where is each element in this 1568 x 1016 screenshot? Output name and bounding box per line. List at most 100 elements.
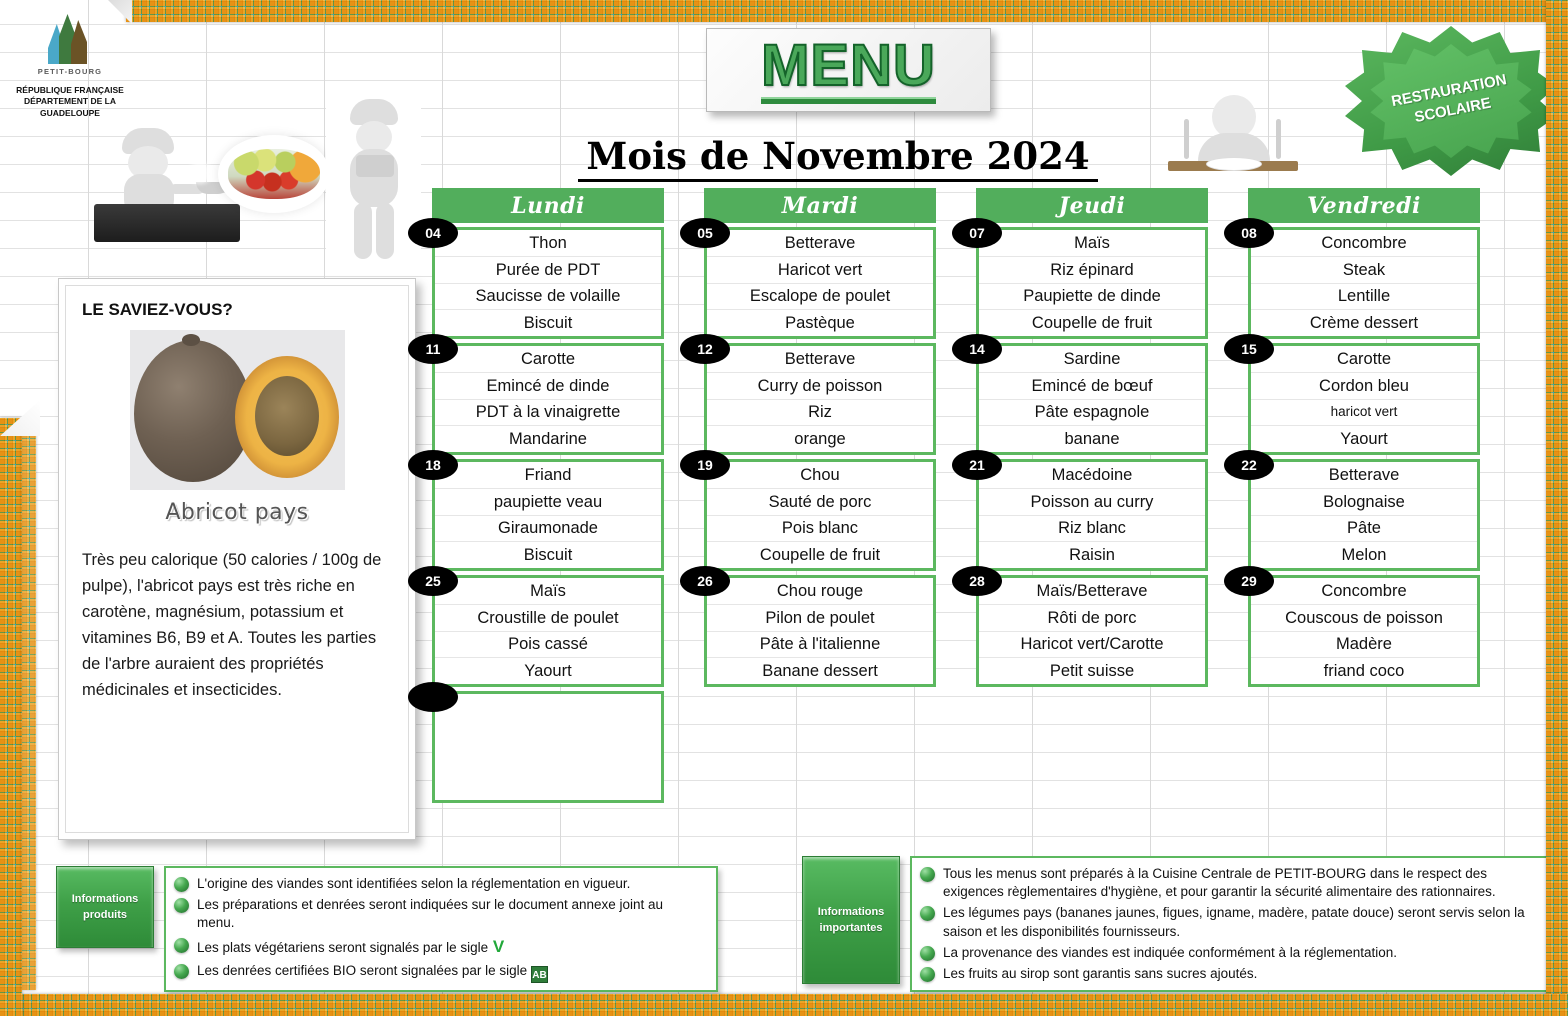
menu-dish: Betterave: [1251, 462, 1477, 489]
date-badge: 05: [680, 218, 730, 248]
menu-dish: Petit suisse: [1049, 662, 1135, 681]
menu-dish: Chou rouge: [707, 578, 933, 605]
republic-line-1: RÉPUBLIQUE FRANÇAISE: [16, 85, 124, 95]
menu-dish: Crème dessert: [1309, 314, 1419, 333]
menu-dish: Cordon bleu: [1251, 373, 1477, 400]
info-important-tab: Informations importantes: [802, 856, 900, 984]
menu-dish: Riz épinard: [979, 257, 1205, 284]
info-bullet: La provenance des viandes est indiquée c…: [920, 944, 1536, 962]
info-products-tab: Informations produits: [56, 866, 154, 948]
menu-dish: Pâte espagnole: [979, 400, 1205, 427]
trailing-empty-cell: [408, 682, 664, 803]
menu-dish: Melon: [1341, 546, 1387, 565]
day-header-mardi: Mardi: [704, 188, 936, 223]
menu-dish: banane: [1064, 430, 1120, 449]
info-bullet: L'origine des viandes sont identifiées s…: [174, 875, 704, 893]
info-products-tab-line2: produits: [83, 909, 127, 921]
menu-dish: Sardine: [979, 346, 1205, 373]
chef-cooking-illustration: [92, 128, 242, 243]
date-badge: 11: [408, 334, 458, 364]
menu-dish: Biscuit: [523, 314, 573, 333]
date-badge: 18: [408, 450, 458, 480]
menu-dish: friand coco: [1323, 662, 1405, 681]
day-header-jeudi: Jeudi: [976, 188, 1208, 223]
petit-bourg-logo-block: PETIT-BOURG RÉPUBLIQUE FRANÇAISE DÉPARTE…: [0, 14, 140, 119]
menu-dish: Friand: [435, 462, 661, 489]
fruit-seed-shape: [254, 376, 319, 456]
decorative-border-right: [1546, 0, 1568, 1016]
logo-city-name: PETIT-BOURG: [37, 67, 103, 76]
month-title: Mois de Novembre 2024: [578, 134, 1098, 182]
vegetarian-sign-icon: V: [488, 936, 505, 956]
menu-dish: Purée de PDT: [435, 257, 661, 284]
bullet-dot-icon: [174, 898, 189, 914]
bullet-dot-icon: [920, 906, 935, 922]
menu-dish: Paupiette de dinde: [979, 284, 1205, 311]
date-badge: 22: [1224, 450, 1274, 480]
menu-dish: PDT à la vinaigrette: [435, 400, 661, 427]
badge-text: RESTAURATION SCOLAIRE: [1333, 7, 1568, 195]
date-badge: 19: [680, 450, 730, 480]
info-bullet-text: Tous les menus sont préparés à la Cuisin…: [943, 866, 1496, 900]
menu-dish: Raisin: [1069, 546, 1115, 565]
info-bullet: Les préparations et denrées seront indiq…: [174, 896, 704, 932]
menu-dish: Banane dessert: [762, 662, 878, 681]
petit-bourg-logo-icon: [46, 14, 94, 64]
info-bullet-text: Les denrées certifiées BIO seront signal…: [197, 962, 548, 983]
info-bullet: Les légumes pays (bananes jaunes, figues…: [920, 904, 1536, 940]
menu-dish: Coupelle de fruit: [759, 546, 881, 565]
info-bullet-text: Les plats végétariens seront signalés pa…: [197, 936, 505, 956]
date-badge: 21: [952, 450, 1002, 480]
menu-title-underline: [761, 96, 936, 104]
decorative-border-top: [126, 0, 1568, 22]
menu-dish: Concombre: [1251, 230, 1477, 257]
info-important-tab-line1: Informations: [817, 905, 885, 918]
menu-dish: Yaourt: [1340, 430, 1388, 449]
info-bullet-text: La provenance des viandes est indiquée c…: [943, 944, 1398, 960]
date-badge: 07: [952, 218, 1002, 248]
menu-dish: Couscous de poisson: [1251, 605, 1477, 632]
date-badge: 04: [408, 218, 458, 248]
fruit-caption: Abricot pays: [165, 500, 309, 525]
menu-dish: Carotte: [1251, 346, 1477, 373]
menu-dish: Maïs: [435, 578, 661, 605]
menu-dish: Mandarine: [509, 430, 587, 449]
info-bullet: Tous les menus sont préparés à la Cuisin…: [920, 865, 1536, 901]
info-bullet: Les denrées certifiées BIO seront signal…: [174, 962, 704, 983]
info-important-tab-line2: importantes: [819, 922, 883, 934]
date-badge: [408, 682, 458, 712]
did-you-know-body: Très peu calorique (50 calories / 100g d…: [82, 551, 382, 700]
menu-dish: Maïs: [979, 230, 1205, 257]
menu-dish: Pâte à l'italienne: [707, 632, 933, 659]
date-badge: 28: [952, 566, 1002, 596]
abricot-pays-photo: [129, 330, 345, 490]
decorative-border-left: [0, 418, 22, 1016]
info-products-tab-line1: Informations: [71, 892, 139, 905]
info-bullet-text: Les légumes pays (bananes jaunes, figues…: [943, 905, 1525, 939]
menu-dish: Rôti de porc: [979, 605, 1205, 632]
info-bullet: Les plats végétariens seront signalés pa…: [174, 936, 704, 959]
menu-dish: Haricot vert: [707, 257, 933, 284]
menu-dish: Yaourt: [524, 662, 572, 681]
restauration-scolaire-badge: RESTAURATION SCOLAIRE: [1345, 26, 1557, 176]
menu-dish: Macédoine: [979, 462, 1205, 489]
menu-dish: Lentille: [1251, 284, 1477, 311]
